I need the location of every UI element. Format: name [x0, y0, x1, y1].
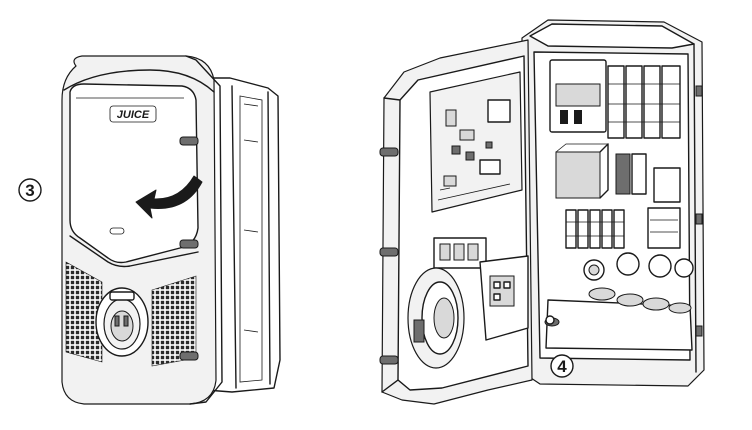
relay-module — [555, 143, 681, 203]
control-board — [429, 71, 523, 213]
step-3-charger-closed: JUICE — [61, 55, 281, 405]
cover-screws — [179, 136, 199, 361]
brand-logo: JUICE — [117, 109, 150, 121]
cable-knockouts — [583, 252, 694, 281]
step-3-number: 3 — [25, 181, 34, 200]
door-screws — [379, 147, 399, 365]
left-vent-grille — [65, 261, 103, 363]
socket-assembly — [407, 237, 529, 369]
housing-hinges — [695, 85, 703, 337]
charging-socket — [95, 287, 149, 357]
terminal-blocks — [565, 207, 681, 249]
opening-arrow-icon — [135, 175, 203, 219]
step-4-marker: 4 — [550, 354, 574, 378]
circuit-breakers — [549, 59, 681, 139]
step-3-marker: 3 — [18, 178, 42, 202]
step-4-number: 4 — [557, 357, 567, 376]
status-led — [109, 227, 125, 235]
cable-glands — [544, 287, 692, 327]
step-4-charger-open — [379, 19, 705, 405]
